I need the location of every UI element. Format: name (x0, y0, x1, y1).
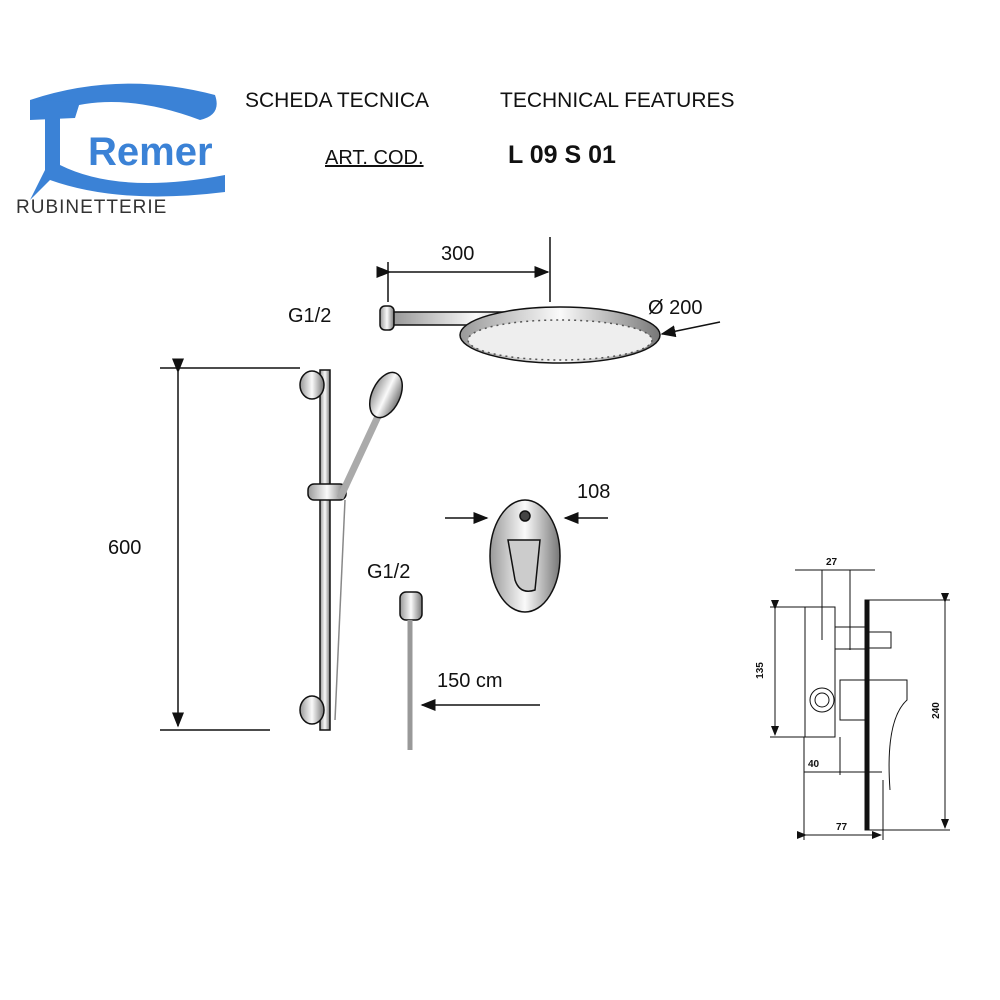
section-240: 240 (930, 702, 942, 719)
title-en: TECHNICAL FEATURES (500, 89, 735, 112)
section-40: 40 (808, 759, 820, 770)
dim-head-diameter: Ø 200 (648, 297, 703, 319)
dim-mixer-width: 108 (577, 481, 611, 503)
section-77: 77 (836, 822, 848, 833)
section-135: 135 (754, 662, 766, 679)
art-label: ART. COD. (325, 147, 424, 169)
section-27: 27 (826, 557, 838, 568)
art-code: L 09 S 01 (508, 141, 616, 169)
title-it: SCHEDA TECNICA (245, 89, 429, 112)
dim-hose-length: 150 cm (437, 670, 503, 692)
dim-outlet-thread: G1/2 (367, 561, 411, 583)
logo-subtitle: RUBINETTERIE (16, 197, 168, 218)
dim-arm-length: 300 (441, 243, 475, 265)
dim-arm-thread: G1/2 (288, 305, 332, 327)
dim-rail-height: 600 (108, 537, 142, 559)
logo-brand: Remer (88, 130, 213, 174)
